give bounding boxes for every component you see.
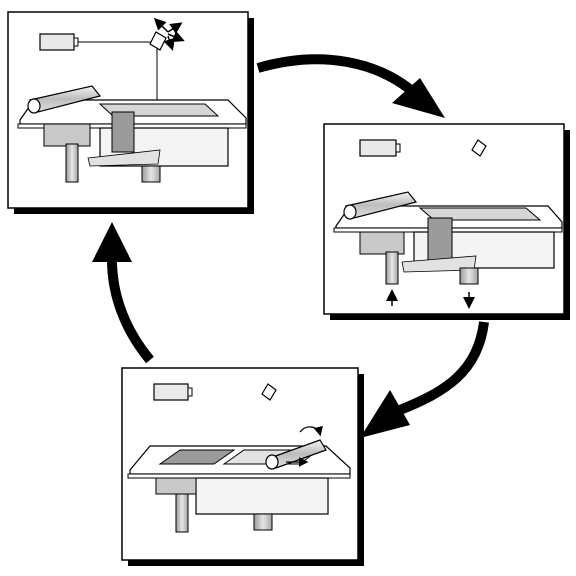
panel-step-2 — [323, 123, 570, 320]
laser-source-icon — [359, 139, 401, 157]
cycle-arrow-3-to-1 — [92, 222, 154, 364]
feed-piston-1 — [65, 143, 79, 183]
scanner-mirror-icon — [261, 383, 277, 401]
recoater-roller-1 — [27, 85, 102, 114]
build-piston-2 — [459, 267, 479, 285]
laser-source-icon — [39, 33, 79, 51]
feed-piston-3 — [175, 493, 189, 533]
build-piston-3 — [253, 513, 273, 531]
scanner-mirror-icon — [471, 139, 487, 157]
mirror-rotation-arrows-icon — [153, 17, 185, 51]
machine-body-1 — [17, 99, 247, 167]
recoater-roller-3 — [265, 439, 327, 470]
machine-body-2 — [333, 205, 563, 273]
roller-motion-arrows-icon — [286, 425, 323, 467]
cycle-arrow-2-to-3 — [360, 321, 489, 438]
recoater-roller-2 — [343, 191, 418, 220]
panel-step-3 — [121, 367, 364, 566]
cycle-arrow-1-to-2 — [256, 54, 445, 118]
panel-step-1 — [7, 11, 254, 214]
laser-source-icon — [153, 383, 193, 401]
build-piston-1 — [141, 165, 161, 183]
feed-piston-2 — [385, 251, 399, 285]
